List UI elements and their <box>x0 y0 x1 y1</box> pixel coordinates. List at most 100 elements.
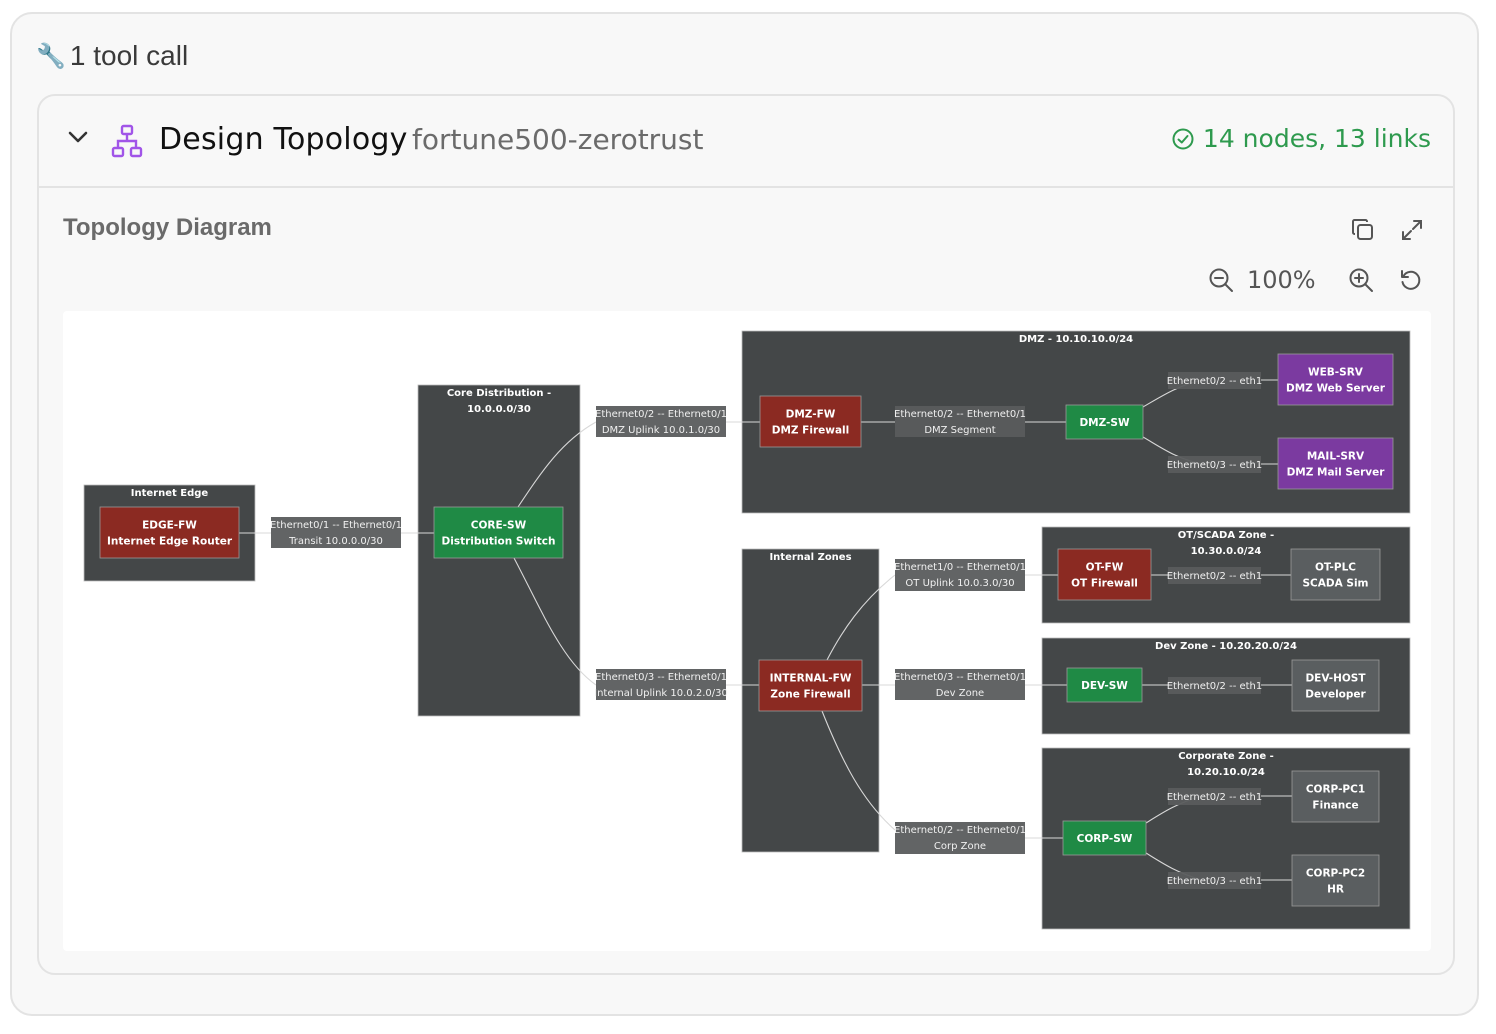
card-header[interactable]: Design Topology fortune500-zerotrust 14 … <box>39 96 1453 188</box>
design-topology-card: Design Topology fortune500-zerotrust 14 … <box>37 94 1455 975</box>
tool-call-panel: 🔧 1 tool call Design Topology fortune500… <box>10 12 1479 1016</box>
node-name: CORE-SW <box>471 520 527 532</box>
node-mail-srv[interactable]: MAIL-SRV DMZ Mail Server <box>1277 437 1394 490</box>
zoom-in-button[interactable] <box>1345 264 1377 296</box>
node-web-srv[interactable]: WEB-SRV DMZ Web Server <box>1277 353 1394 406</box>
link-label-text: DMZ Segment <box>924 425 995 436</box>
node-core-sw[interactable]: CORE-SW Distribution Switch <box>433 506 564 559</box>
link-label-text: Ethernet0/2 -- eth1 <box>1167 792 1263 803</box>
link-line <box>826 574 1058 661</box>
expand-icon <box>1402 220 1422 240</box>
link-label-text: Transit 10.0.0.0/30 <box>288 536 383 547</box>
tool-call-count: 1 tool call <box>69 40 189 71</box>
link-label-text: Ethernet0/2 -- Ethernet0/1 <box>894 825 1026 836</box>
node-role: Zone Firewall <box>770 689 850 701</box>
link-line <box>821 710 1063 839</box>
node-role: OT Firewall <box>1071 578 1138 590</box>
copy-button[interactable] <box>1347 214 1379 246</box>
node-role: DMZ Mail Server <box>1287 467 1386 479</box>
diagram-title: Topology Diagram <box>63 214 272 241</box>
topology-icon <box>111 124 143 158</box>
zone-label: OT/SCADA Zone - <box>1178 530 1274 541</box>
link-line <box>513 557 759 686</box>
node-name: MAIL-SRV <box>1307 451 1365 463</box>
link-label-text: Corp Zone <box>934 841 986 852</box>
project-name: fortune500-zerotrust <box>412 123 704 156</box>
node-dmz-sw[interactable]: DMZ-SW <box>1065 404 1144 440</box>
card-title: Design Topology <box>159 122 408 157</box>
diagram-layer: Internet Edge Core Distribution - 10.0.0.0… <box>83 330 1411 930</box>
topology-svg[interactable]: Internet Edge Core Distribution - 10.0.0.0… <box>63 311 1431 951</box>
link-label-text: Ethernet0/3 -- Ethernet0/1 <box>595 672 727 683</box>
node-ot-fw[interactable]: OT-FW OT Firewall <box>1057 548 1152 601</box>
link-label-text: Dev Zone <box>936 688 984 699</box>
link-label-text: Ethernet0/2 -- Ethernet0/1 <box>894 409 1026 420</box>
node-role: Finance <box>1312 800 1358 812</box>
link-label: Ethernet0/3 -- eth1 <box>1167 872 1263 889</box>
check-circle-icon <box>1172 128 1194 149</box>
zone-label: DMZ - 10.10.10.0/24 <box>1019 334 1133 345</box>
node-name: OT-PLC <box>1315 562 1356 574</box>
zone-label: 10.30.0.0/24 <box>1191 546 1262 557</box>
tool-call-header[interactable]: 🔧 1 tool call <box>36 40 188 72</box>
link-label-text: Internal Uplink 10.0.2.0/30 <box>594 688 728 699</box>
link-label-text: Ethernet0/2 -- eth1 <box>1167 376 1263 387</box>
link-label: Ethernet0/2 -- eth1 <box>1167 372 1263 389</box>
reset-icon <box>1401 270 1421 290</box>
link-label: Ethernet0/2 -- eth1 <box>1167 677 1262 694</box>
link-label-text: Ethernet0/3 -- eth1 <box>1167 460 1263 471</box>
link-label: Ethernet0/2 -- eth1 <box>1167 788 1263 805</box>
diagram-canvas[interactable]: Internet Edge Core Distribution - 10.0.0.0… <box>63 311 1431 951</box>
zoom-out-button[interactable] <box>1205 264 1237 296</box>
link-label-text: Ethernet0/3 -- Ethernet0/1 <box>894 672 1026 683</box>
node-name: WEB-SRV <box>1308 367 1364 379</box>
link-label: Ethernet0/2 -- eth1 <box>1167 567 1263 584</box>
node-name: CORP-PC2 <box>1306 868 1365 880</box>
status-badge: 14 nodes, 13 links <box>1171 124 1431 153</box>
zoom-in-icon <box>1349 268 1373 292</box>
zone-label: Internet Edge <box>131 488 209 499</box>
node-corp-sw[interactable]: CORP-SW <box>1062 820 1147 856</box>
node-dev-sw[interactable]: DEV-SW <box>1066 667 1143 703</box>
wrench-icon: 🔧 <box>36 42 66 70</box>
zoom-out-icon <box>1209 268 1233 292</box>
zone-label: Corporate Zone - <box>1178 751 1274 762</box>
node-name: CORP-SW <box>1077 833 1133 845</box>
link-label-text: DMZ Uplink 10.0.1.0/30 <box>602 425 720 436</box>
link-line <box>517 421 760 508</box>
chevron-down-icon[interactable] <box>67 130 89 144</box>
expand-button[interactable] <box>1396 214 1428 246</box>
zone-label: Core Distribution - <box>447 388 551 399</box>
node-name: OT-FW <box>1086 562 1124 574</box>
zone-label: Dev Zone - 10.20.20.0/24 <box>1155 641 1297 652</box>
node-role: HR <box>1327 884 1344 896</box>
node-name: DMZ-FW <box>786 409 836 421</box>
node-ot-plc[interactable]: OT-PLC SCADA Sim <box>1290 548 1381 601</box>
node-internal-fw[interactable]: INTERNAL-FW Zone Firewall <box>758 659 863 712</box>
node-role: Internet Edge Router <box>107 536 233 548</box>
zone-label: Internal Zones <box>769 552 851 563</box>
link-label-text: OT Uplink 10.0.3.0/30 <box>905 578 1014 589</box>
node-name: DMZ-SW <box>1079 417 1130 429</box>
node-role: Distribution Switch <box>442 536 556 548</box>
zoom-level: 100% <box>1247 266 1316 294</box>
zone-label: 10.0.0.0/30 <box>467 404 531 415</box>
link-label-text: Ethernet0/3 -- eth1 <box>1167 876 1263 887</box>
link-label-text: Ethernet0/2 -- eth1 <box>1167 571 1263 582</box>
node-role: DMZ Web Server <box>1286 383 1386 395</box>
node-name: INTERNAL-FW <box>770 673 852 685</box>
node-name: DEV-HOST <box>1305 673 1366 685</box>
reset-zoom-button[interactable] <box>1395 264 1427 296</box>
node-role: SCADA Sim <box>1303 578 1369 590</box>
